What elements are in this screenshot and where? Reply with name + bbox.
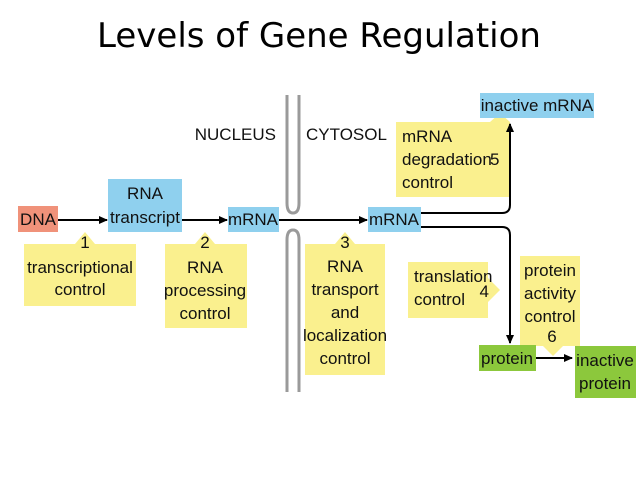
control-2-line-2: processing <box>164 281 246 300</box>
control-box-2: 2 RNA processing control <box>164 232 247 328</box>
control-5-line-3: control <box>402 173 453 192</box>
node-mrna-nucleus: mRNA <box>228 207 279 232</box>
mrna-cytosol-label: mRNA <box>369 210 420 229</box>
control-box-4: translation control 4 <box>408 262 500 318</box>
inactive-protein-line-1: inactive <box>576 351 634 370</box>
mrna-nucleus-label: mRNA <box>228 210 279 229</box>
inactive-mrna-label: inactive mRNA <box>481 96 594 115</box>
control-box-5: mRNA degradation control 5 <box>396 113 510 197</box>
control-number-4: 4 <box>480 282 489 301</box>
protein-label: protein <box>481 349 533 368</box>
control-4-line-1: translation <box>414 267 492 286</box>
dna-label: DNA <box>20 210 57 229</box>
control-6-line-2: activity <box>524 284 576 303</box>
control-6-line-1: protein <box>524 261 576 280</box>
node-mrna-cytosol: mRNA <box>368 207 421 232</box>
node-inactive-protein: inactive protein <box>575 346 636 398</box>
control-3-line-1: RNA <box>327 257 364 276</box>
control-1-line-2: control <box>54 280 105 299</box>
arrow-to-inactive-mrna <box>421 123 514 214</box>
control-number-5: 5 <box>490 150 499 169</box>
node-protein: protein <box>479 345 536 371</box>
control-3-line-2: transport <box>311 280 378 299</box>
rna-transcript-line-2: transcript <box>110 208 180 227</box>
control-5-line-2: degradation <box>402 150 492 169</box>
control-box-1: 1 transcriptional control <box>24 232 136 306</box>
node-dna: DNA <box>18 206 58 232</box>
arrow-to-protein <box>421 226 514 344</box>
control-3-line-4: localization <box>303 326 387 345</box>
inactive-protein-line-2: protein <box>579 374 631 393</box>
control-number-1: 1 <box>80 233 89 252</box>
page-title: Levels of Gene Regulation <box>97 16 541 56</box>
control-2-line-1: RNA <box>187 258 224 277</box>
control-number-3: 3 <box>340 233 349 252</box>
nucleus-label: NUCLEUS <box>195 125 276 144</box>
control-2-line-3: control <box>179 304 230 323</box>
control-1-line-1: transcriptional <box>27 258 133 277</box>
control-number-6: 6 <box>547 327 556 346</box>
pathway-arrows <box>58 123 573 362</box>
control-6-line-3: control <box>524 307 575 326</box>
control-4-line-2: control <box>414 290 465 309</box>
control-5-line-1: mRNA <box>402 127 453 146</box>
control-3-line-5: control <box>319 349 370 368</box>
cytosol-label: CYTOSOL <box>306 125 387 144</box>
nuclear-membrane <box>285 95 301 392</box>
control-box-3: 3 RNA transport and localization control <box>303 232 387 375</box>
control-box-6: protein activity control 6 <box>520 256 580 356</box>
rna-transcript-line-1: RNA <box>127 184 164 203</box>
node-rna-transcript: RNA transcript <box>108 179 182 232</box>
node-inactive-mrna: inactive mRNA <box>480 93 594 118</box>
control-3-line-3: and <box>331 303 359 322</box>
control-number-2: 2 <box>200 233 209 252</box>
